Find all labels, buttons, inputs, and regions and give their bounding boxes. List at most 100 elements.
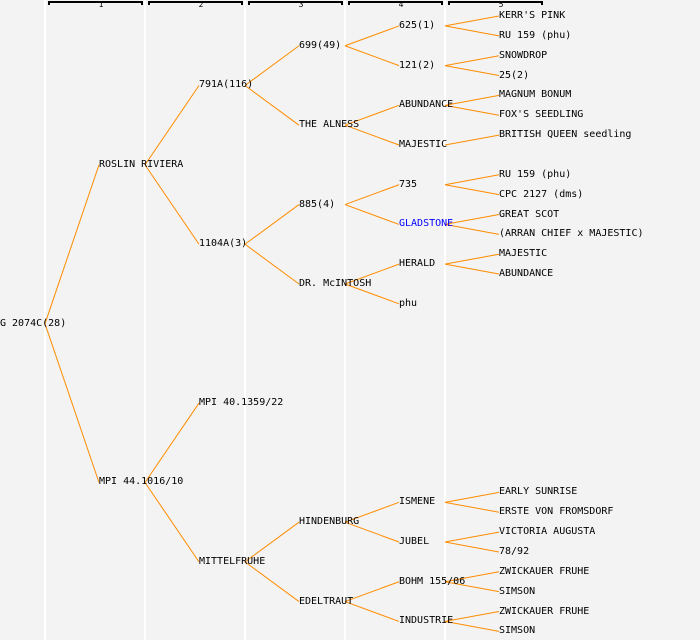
parent-link-line bbox=[444, 620, 500, 632]
pedigree-node-gen3[interactable]: THE ALNESS bbox=[299, 119, 360, 131]
pedigree-node-gen5[interactable]: ERSTE VON FROMSDORF bbox=[499, 506, 614, 518]
parent-link-line bbox=[444, 501, 500, 513]
pedigree-node-gen4[interactable]: BOHM 155/06 bbox=[399, 575, 466, 587]
generation-number: 3 bbox=[298, 0, 304, 9]
parent-link-line bbox=[244, 85, 300, 126]
parent-link-line bbox=[44, 164, 100, 324]
parent-link-line bbox=[444, 581, 500, 593]
pedigree-node-gen5[interactable]: SNOWDROP bbox=[499, 49, 548, 61]
pedigree-node-gen4[interactable]: INDUSTRIE bbox=[399, 615, 454, 627]
parent-link-line bbox=[344, 104, 400, 126]
parent-link-line bbox=[244, 561, 300, 602]
parent-link-line bbox=[444, 541, 500, 553]
pedigree-node-gen5[interactable]: ZWICKAUER FRUHE bbox=[499, 605, 590, 617]
pedigree-node-gen4[interactable]: HERALD bbox=[399, 258, 436, 270]
pedigree-node-gen5[interactable]: FOX'S SEEDLING bbox=[499, 109, 584, 121]
parent-link-line bbox=[344, 521, 400, 543]
pedigree-node-gen5[interactable]: CPC 2127 (dms) bbox=[499, 188, 584, 200]
generation-number: 5 bbox=[498, 0, 504, 9]
pedigree-node-gen2[interactable]: MPI 40.1359/22 bbox=[199, 397, 284, 409]
pedigree-node-gen4[interactable]: ISMENE bbox=[399, 496, 436, 508]
root-node[interactable]: G 2074C(28) bbox=[0, 317, 67, 329]
pedigree-node-gen3[interactable]: 885(4) bbox=[299, 198, 336, 210]
pedigree-node-gen5[interactable]: BRITISH QUEEN seedling bbox=[499, 129, 632, 141]
pedigree-node-gen5[interactable]: 25(2) bbox=[499, 69, 530, 81]
generation-number: 1 bbox=[98, 0, 104, 9]
parent-link-line bbox=[444, 491, 500, 503]
parent-link-line bbox=[444, 174, 500, 186]
parent-link-line bbox=[444, 55, 500, 67]
generation-bracket bbox=[348, 1, 443, 5]
pedigree-node-gen3[interactable]: DR. McINTOSH bbox=[299, 277, 372, 289]
pedigree-node-gen5[interactable]: ABUNDANCE bbox=[499, 268, 554, 280]
pedigree-node-gen5[interactable]: SIMSON bbox=[499, 585, 536, 597]
pedigree-node-gen3[interactable]: EDELTRAUT bbox=[299, 595, 354, 607]
parent-link-line bbox=[144, 402, 200, 483]
column-separator bbox=[44, 0, 46, 640]
column-separator bbox=[344, 0, 346, 640]
parent-link-line bbox=[444, 65, 500, 77]
generation-bracket bbox=[448, 1, 543, 5]
pedigree-node-gen5[interactable]: 78/92 bbox=[499, 545, 530, 557]
parent-link-line bbox=[244, 521, 300, 563]
parent-link-line bbox=[444, 611, 500, 622]
parent-link-line bbox=[344, 581, 400, 603]
parent-link-line bbox=[444, 15, 500, 27]
pedigree-node-gen2[interactable]: 791A(116) bbox=[199, 79, 254, 91]
generation-bracket bbox=[148, 1, 243, 5]
pedigree-node-gen3[interactable]: 699(49) bbox=[299, 39, 342, 51]
pedigree-node-gen5[interactable]: EARLY SUNRISE bbox=[499, 486, 578, 498]
generation-bracket bbox=[48, 1, 143, 5]
pedigree-node-gen4[interactable]: GLADSTONE bbox=[399, 218, 454, 230]
pedigree-node-gen4[interactable]: MAJESTIC bbox=[399, 139, 448, 151]
pedigree-node-gen4[interactable]: ABUNDANCE bbox=[399, 99, 454, 111]
generation-bracket bbox=[248, 1, 343, 5]
parent-link-line bbox=[344, 263, 400, 285]
generation-number: 2 bbox=[198, 0, 204, 9]
column-separator bbox=[444, 0, 446, 640]
parent-link-line bbox=[44, 323, 100, 483]
pedigree-node-gen4[interactable]: 121(2) bbox=[399, 59, 436, 71]
parent-link-line bbox=[344, 601, 400, 622]
pedigree-node-gen5[interactable]: SIMSON bbox=[499, 625, 536, 637]
parent-link-line bbox=[444, 571, 500, 583]
parent-link-line bbox=[444, 184, 500, 196]
pedigree-node-gen5[interactable]: KERR'S PINK bbox=[499, 10, 566, 21]
parent-link-line bbox=[444, 94, 500, 106]
pedigree-node-gen1[interactable]: ROSLIN RIVIERA bbox=[99, 158, 184, 170]
pedigree-node-gen2[interactable]: MITTELFRUHE bbox=[199, 555, 266, 567]
parent-link-line bbox=[444, 253, 500, 265]
pedigree-node-gen5[interactable]: MAGNUM BONUM bbox=[499, 89, 572, 101]
pedigree-node-gen5[interactable]: MAJESTIC bbox=[499, 248, 548, 260]
parent-link-line bbox=[344, 204, 400, 225]
pedigree-node-gen4[interactable]: JUBEL bbox=[399, 536, 430, 548]
parent-link-line bbox=[344, 184, 400, 206]
pedigree-node-gen4[interactable]: 735 bbox=[399, 178, 418, 190]
parent-link-line bbox=[144, 85, 200, 166]
pedigree-node-gen1[interactable]: MPI 44.1016/10 bbox=[99, 476, 184, 488]
column-separator bbox=[244, 0, 246, 640]
parent-link-line bbox=[444, 214, 500, 225]
column-separator bbox=[144, 0, 146, 640]
pedigree-node-gen4[interactable]: phu bbox=[399, 297, 418, 309]
parent-link-line bbox=[344, 25, 400, 47]
pedigree-node-gen3[interactable]: HINDENBURG bbox=[299, 516, 360, 528]
parent-link-line bbox=[444, 104, 500, 116]
parent-link-line bbox=[444, 223, 500, 235]
pedigree-node-gen5[interactable]: RU 159 (phu) bbox=[499, 168, 572, 180]
pedigree-node-gen5[interactable]: RU 159 (phu) bbox=[499, 29, 572, 41]
pedigree-node-gen5[interactable]: VICTORIA AUGUSTA bbox=[499, 526, 596, 538]
parent-link-line bbox=[344, 45, 400, 67]
parent-link-line bbox=[144, 164, 200, 245]
parent-link-line bbox=[344, 124, 400, 146]
pedigree-node-gen5[interactable]: GREAT SCOT bbox=[499, 208, 560, 220]
generation-number: 4 bbox=[398, 0, 404, 9]
parent-link-line bbox=[244, 45, 300, 86]
pedigree-node-gen2[interactable]: 1104A(3) bbox=[199, 238, 248, 250]
parent-link-line bbox=[444, 263, 500, 275]
parent-link-line bbox=[444, 134, 500, 146]
pedigree-node-gen5[interactable]: ZWICKAUER FRUHE bbox=[499, 565, 590, 577]
pedigree-node-gen5[interactable]: (ARRAN CHIEF x MAJESTIC) bbox=[499, 228, 644, 240]
pedigree-node-gen4[interactable]: 625(1) bbox=[399, 19, 436, 31]
